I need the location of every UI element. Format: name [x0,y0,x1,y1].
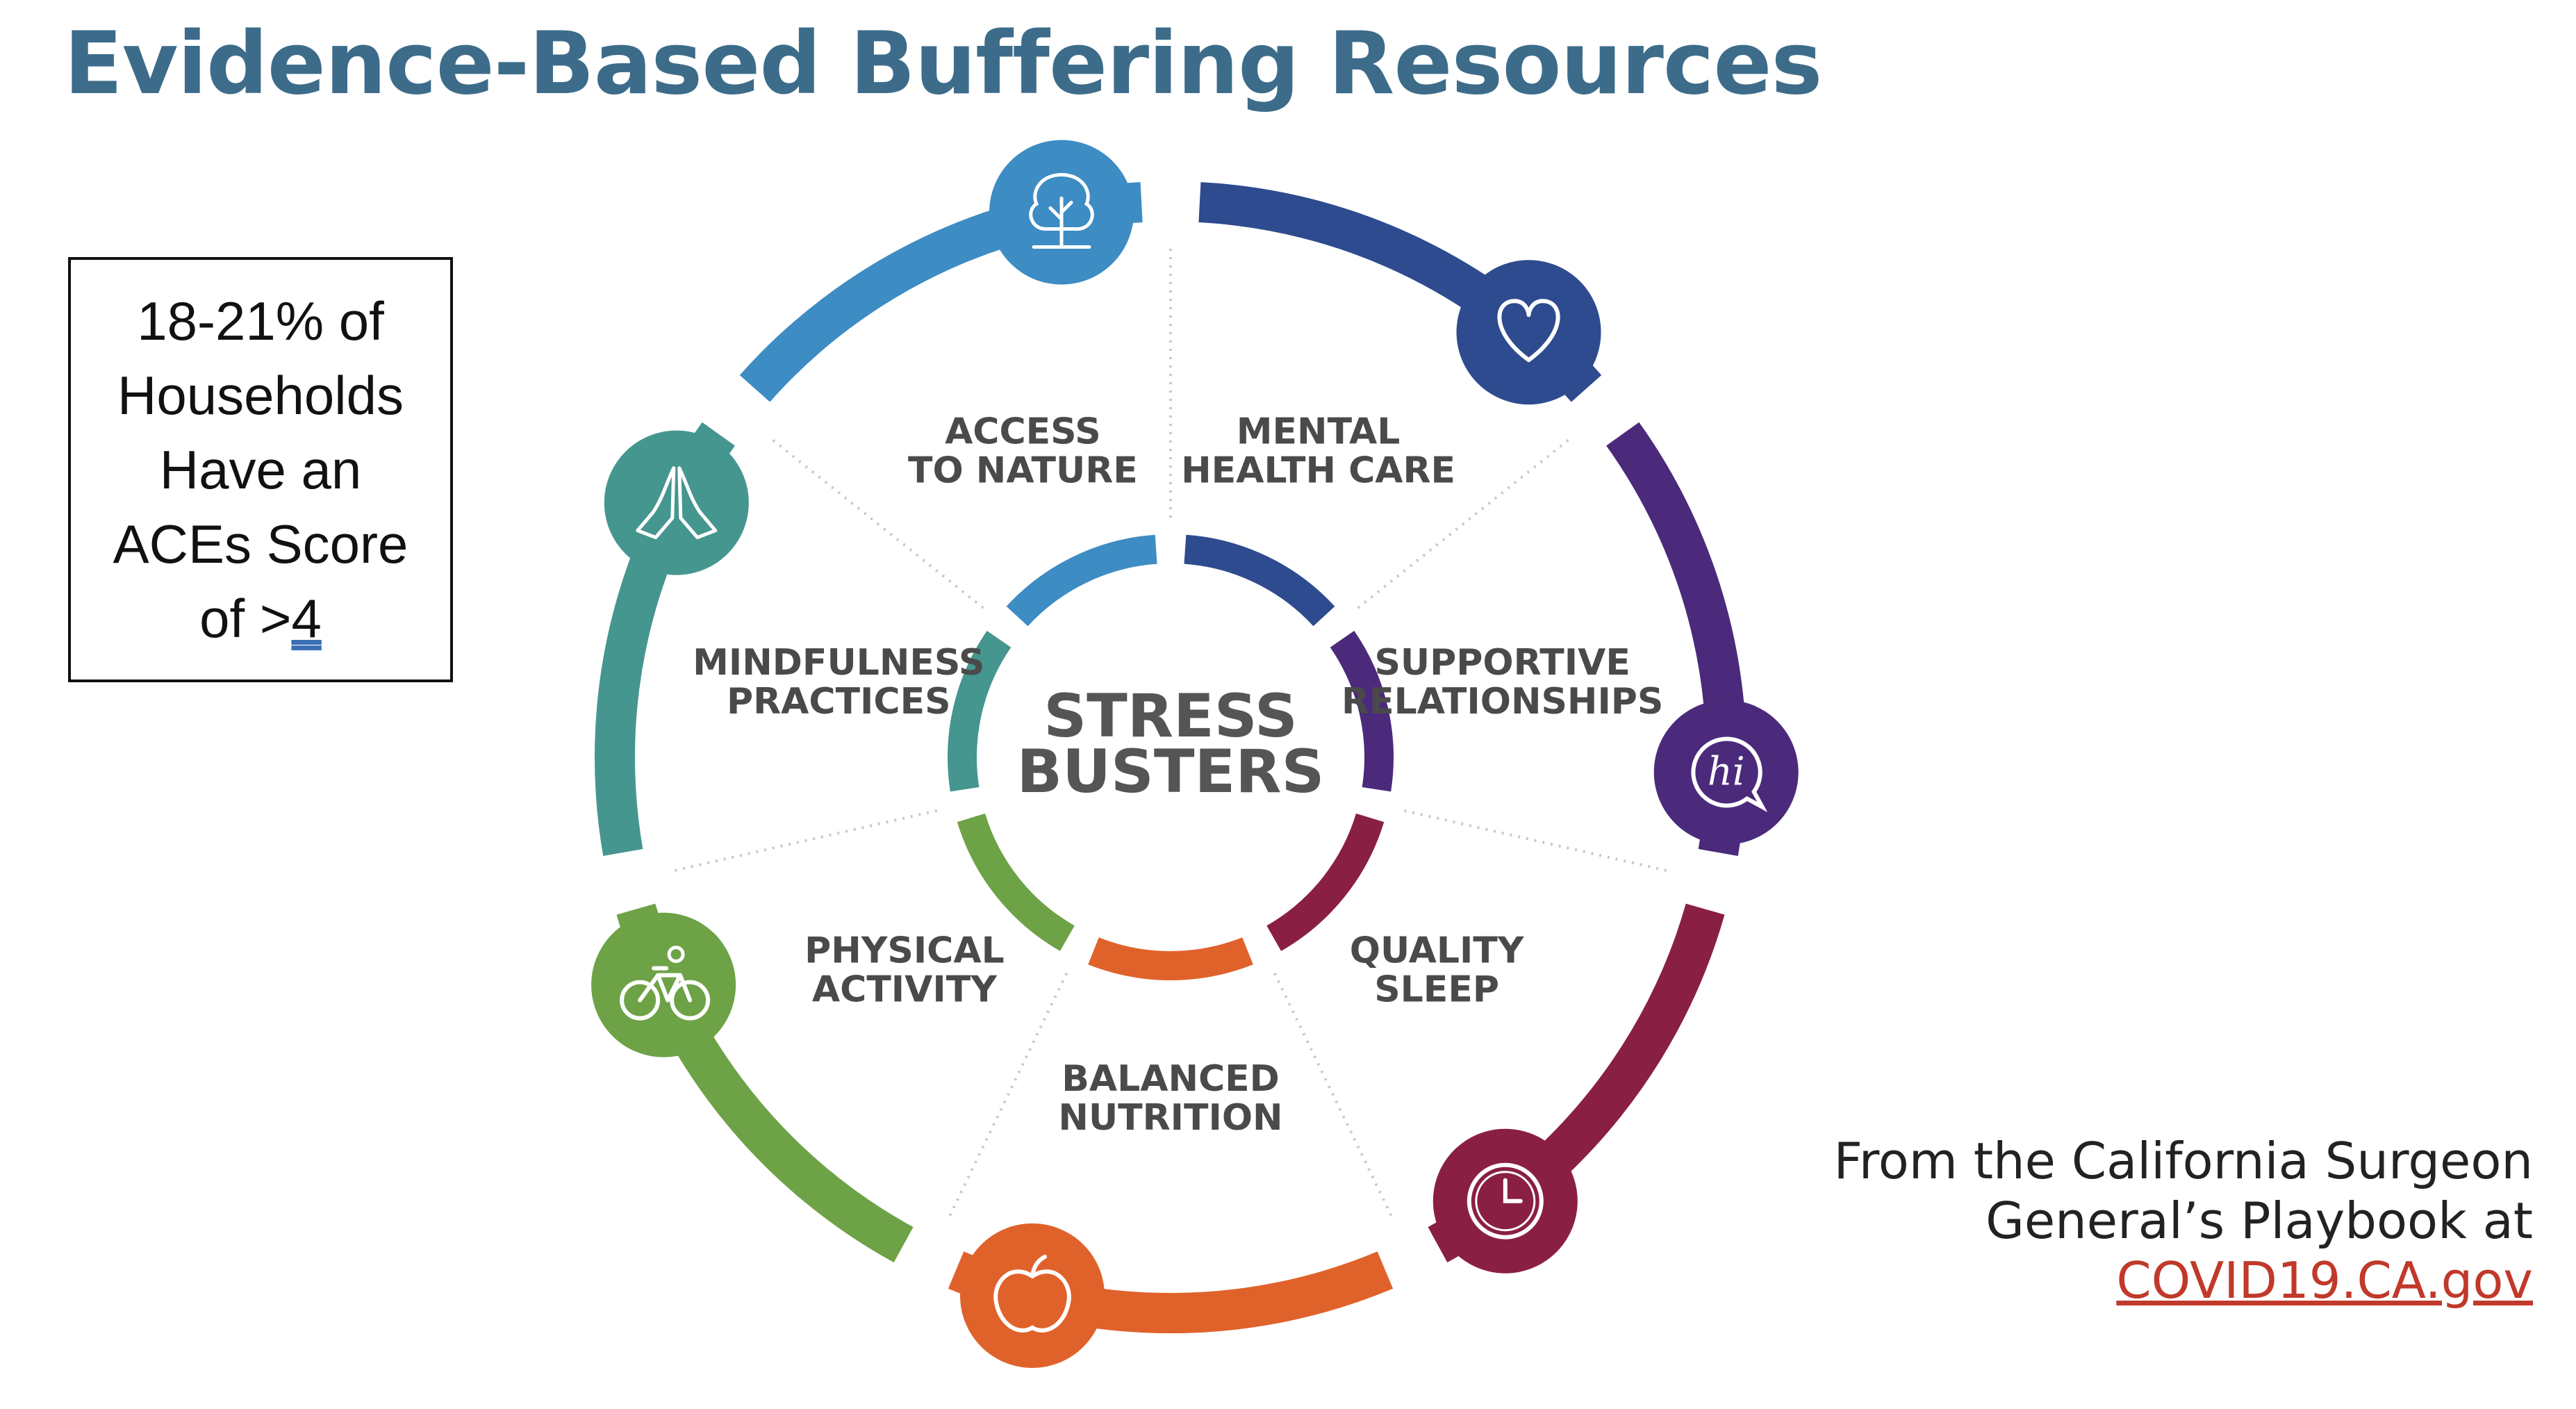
speech-bubble-hi-icon: hi [1653,700,1799,845]
stat-line-5: of >4 [199,582,322,656]
segment-label-line-2: RELATIONSHIPS [1341,681,1663,723]
source-link[interactable]: COVID19.CA.gov [2116,1251,2533,1310]
divider-line [669,809,938,873]
segment-label-line-2: ACTIVITY [812,969,998,1011]
stat-line-5-prefix: of > [199,587,292,649]
inner-arc-4 [1088,937,1253,980]
svg-text:hi: hi [1708,750,1745,795]
inner-arc-5 [957,813,1075,951]
tree-icon [989,140,1134,285]
ace-statistic-box: 18-21% of Households Have an ACEs Score … [68,257,453,682]
inner-arc-6 [948,630,1012,792]
inner-arc-3 [1266,813,1385,951]
segment-label-line-2: NUTRITION [1058,1097,1282,1139]
inner-arc-1 [1184,534,1335,627]
segment-label-line-1: MINDFULNESS [693,642,984,684]
source-line-2: General’s Playbook at [1985,1192,2533,1250]
segment-label-line-1: BALANCED [1062,1058,1280,1100]
bicycle-icon [591,912,736,1057]
segment-label-line-2: TO NATURE [908,450,1138,492]
source-credit: From the California Surgeon General’s Pl… [1834,1131,2533,1310]
segment-label-line-2: SLEEP [1374,969,1499,1011]
inner-ring [948,534,1394,980]
stat-line-2: Households [117,364,404,426]
stat-line-3: Have an [159,438,362,500]
inner-arc-7 [1006,534,1157,627]
stat-line-1: 18-21% of [137,290,384,352]
segment-label-line-1: ACCESS [945,411,1101,453]
stat-line-4: ACEs Score [113,513,408,575]
apple-icon [960,1223,1105,1368]
segment-label-line-1: SUPPORTIVE [1374,642,1630,684]
segment-icons: hi [591,140,1799,1368]
segment-label-line-2: PRACTICES [727,681,951,723]
heart-icon [1456,260,1601,405]
center-label-line-2: BUSTERS [1017,737,1325,807]
segment-label-line-1: QUALITY [1350,930,1525,972]
stat-line-5-value: 4 [291,587,322,649]
praying-hands-icon [604,430,749,575]
segment-label-line-2: HEALTH CARE [1181,450,1455,492]
divider-line [1403,809,1672,873]
segment-label-line-1: MENTAL [1237,411,1401,453]
inner-arc-2 [1330,630,1394,792]
clock-icon [1433,1128,1578,1274]
source-line-1: From the California Surgeon [1833,1132,2533,1190]
page-title: Evidence-Based Buffering Resources [64,14,1822,114]
center-label-line-1: STRESS [1043,682,1298,751]
segment-label-line-1: PHYSICAL [804,930,1005,972]
